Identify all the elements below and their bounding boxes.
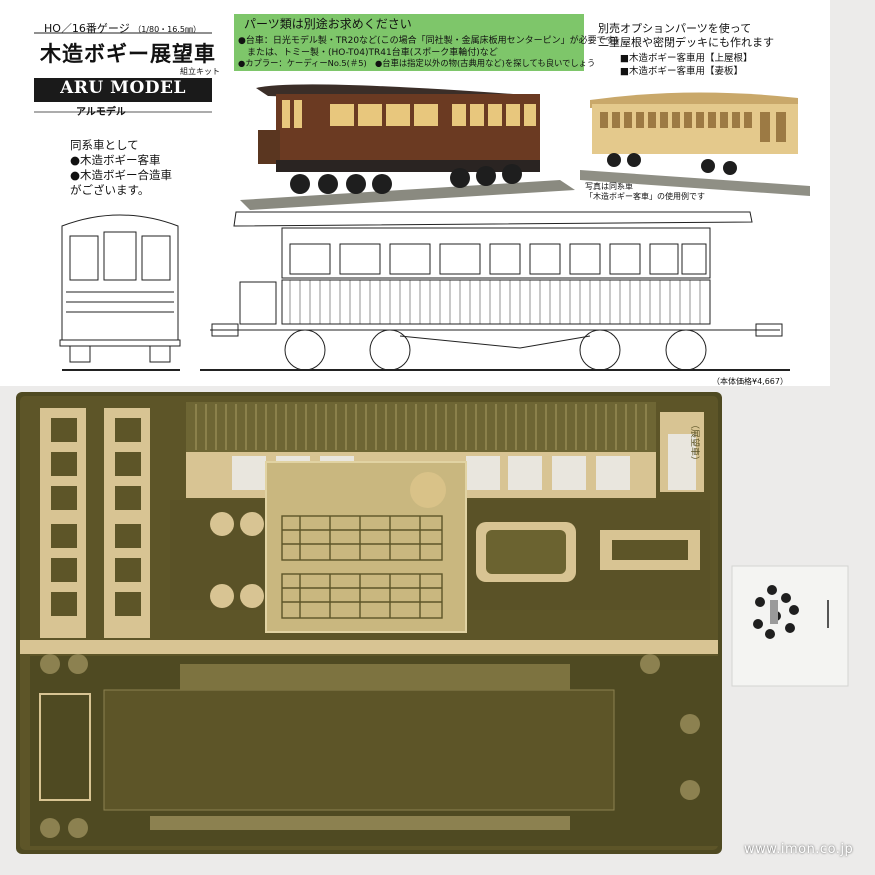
parts-notice-line: または、トミー製・(HO-T04)TR41台車(スポーク車輪付)など	[238, 48, 498, 58]
options-line: 別売オプションパーツを使って	[598, 22, 752, 35]
parts-notice-line: ●台車：日光モデル製・TR20など(この場合「同社製・金属床板用センターピン」が…	[238, 36, 619, 46]
related-item: ●木造ボギー合造車	[70, 168, 173, 182]
brown-coach-photo	[240, 84, 575, 210]
options-item: ■木造ボギー客車用【妻板】	[620, 66, 743, 77]
gauge-label: HO／16番ゲージ （1/80・16.5㎜）	[44, 22, 201, 35]
options-item: ■木造ボギー客車用【上屋根】	[620, 53, 753, 64]
side-view-drawing	[200, 211, 790, 371]
end-view-drawing	[59, 214, 181, 371]
hardware-parts-bag	[731, 565, 849, 687]
options-text: 別売オプションパーツを使って 二重屋根や密閉デッキにも作れます	[598, 22, 774, 50]
caption-line: 「木造ボギー客車」の使用例です	[585, 192, 705, 201]
etched-label: （展望車）	[689, 420, 701, 465]
etched-brass-sheet: （展望車）	[16, 392, 722, 854]
parts-notice-title: パーツ類は別途お求めください	[244, 17, 412, 31]
watermark: www.imon.co.jp	[744, 842, 854, 857]
price-label: （本体価格¥4,667）	[712, 377, 788, 386]
photo-caption: 写真は同系車 「木造ボギー客車」の使用例です	[585, 182, 705, 202]
brand-logo-bar	[34, 98, 212, 102]
brand-kana: アルモデル	[76, 107, 126, 118]
caption-line: 写真は同系車	[585, 182, 633, 191]
related-products: 同系車として ●木造ボギー客車 ●木造ボギー合造車 がございます。	[70, 138, 210, 198]
options-list: ■木造ボギー客車用【上屋根】 ■木造ボギー客車用【妻板】	[620, 52, 752, 78]
related-item: ●木造ボギー客車	[70, 153, 161, 167]
related-header: 同系車として	[70, 138, 139, 152]
options-line: 二重屋根や密閉デッキにも作れます	[598, 36, 774, 49]
related-footer: がございます。	[70, 183, 150, 197]
kit-type-label: 組立キット	[180, 67, 220, 76]
parts-notice-line: ●カプラー：ケーディーNo.5(＃5) ●台車は指定以外の物(古典用など)を探し…	[238, 58, 596, 68]
wooden-coach-photo	[580, 92, 810, 196]
product-title: 木造ボギー展望車	[40, 42, 216, 66]
parts-notice-box	[234, 14, 584, 71]
brand-logo: ARU MODEL	[34, 78, 212, 98]
